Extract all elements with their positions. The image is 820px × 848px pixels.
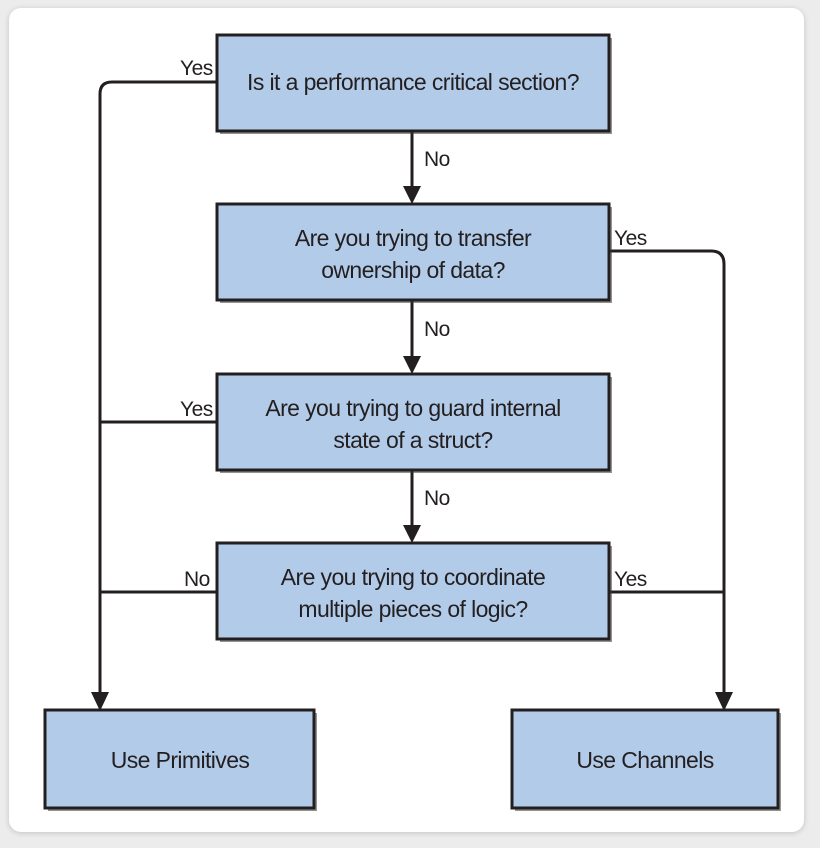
node-use-channels-text: Use Channels [576,747,713,773]
node-q4-text-line2: multiple pieces of logic? [298,596,527,622]
edge-q3-no-arrowhead [403,525,421,543]
node-use-channels-box [510,708,780,810]
edge-q1-no-arrowhead [403,186,421,204]
node-q2: Are you trying to transfer ownership of … [215,202,611,302]
edge-q2-yes-line [608,249,726,700]
edge-labels: Yes No Yes No Yes No No Yes [180,57,647,591]
edge-q4-yes-label: Yes [614,568,647,591]
connectors [91,80,733,711]
node-q3: Are you trying to guard internal state o… [215,372,611,472]
node-use-channels: Use Channels [510,708,780,810]
node-use-primitives: Use Primitives [43,708,316,810]
node-q2-box [215,202,611,302]
edge-q3-yes-label: Yes [180,398,213,421]
node-q3-text-line1: Are you trying to guard internal [265,395,560,421]
edge-q1-yes-label: Yes [180,57,213,80]
edge-q4-no-label: No [184,568,210,591]
edge-q1-yes-line [98,80,217,700]
edge-q2-yes-label: Yes [614,227,647,250]
node-q4-box [215,541,611,641]
node-use-primitives-box [43,708,316,810]
node-q4-text-line1: Are you trying to coordinate [281,564,545,590]
edge-q1-no-label: No [424,148,450,171]
node-q4: Are you trying to coordinate multiple pi… [215,541,611,641]
node-q1-box [215,33,611,133]
node-q2-text-line2: ownership of data? [321,257,505,283]
edge-q2-no-arrowhead [403,356,421,374]
node-q1-text: Is it a performance critical section? [247,69,579,95]
node-q1: Is it a performance critical section? [215,33,611,133]
node-use-primitives-text: Use Primitives [111,747,250,773]
edge-primitives-arrowhead [91,692,109,711]
node-q3-text-line2: state of a struct? [333,427,492,453]
edge-q2-no-label: No [424,318,450,341]
edge-q3-no-label: No [424,487,450,510]
edge-channels-arrowhead [715,692,733,711]
node-q3-box [215,372,611,472]
node-q2-text-line1: Are you trying to transfer [295,225,532,251]
